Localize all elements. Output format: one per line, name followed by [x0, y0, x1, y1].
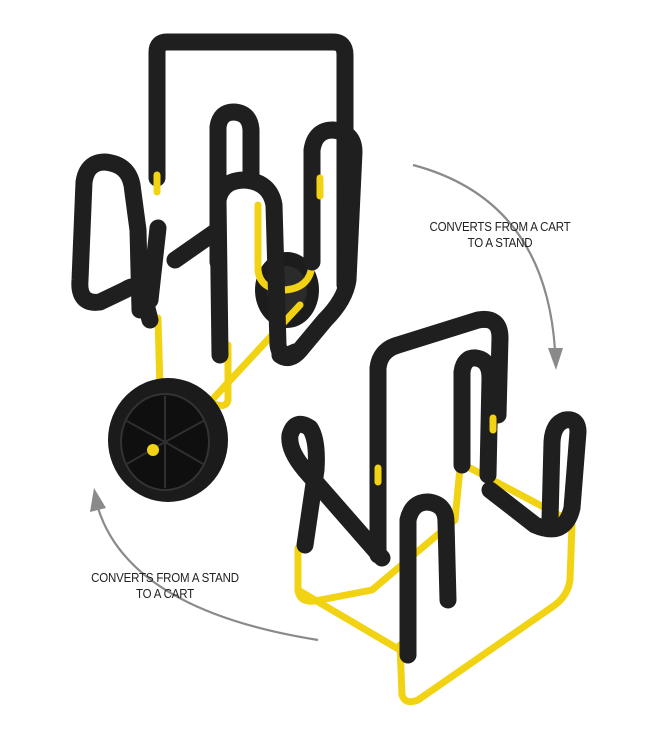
wheel-hub [147, 444, 159, 456]
label-line: CONVERTS FROM A STAND [91, 571, 239, 585]
cart-padded-tube [166, 221, 227, 269]
arrowhead-up-icon [90, 488, 106, 512]
arrowhead-down-icon [548, 348, 563, 370]
cart-padded-tube [209, 171, 304, 364]
wheel-spokes [124, 396, 206, 488]
cart-padded-tube [71, 153, 159, 329]
stand-configuration [281, 310, 587, 706]
cart-padded-tube [209, 103, 260, 271]
stand-padded-tube [369, 310, 509, 564]
arrow-cart-to-stand [412, 163, 563, 370]
cart-configuration [71, 33, 363, 502]
arrow-curve [412, 163, 557, 351]
label-line: TO A STAND [467, 236, 533, 250]
label-cart-to-stand: CONVERTS FROM A CART TO A STAND [426, 219, 573, 251]
cart-padded-tube [141, 219, 167, 309]
label-line: CONVERTS FROM A CART [429, 220, 571, 234]
label-line: TO A CART [135, 587, 194, 601]
arrow-stand-to-cart [90, 488, 319, 642]
stand-frame-tube [294, 586, 404, 654]
cart-frame-tube [254, 196, 316, 294]
arrow-curve [96, 507, 319, 642]
stand-padded-tube [281, 415, 391, 567]
stand-padded-tube [481, 411, 587, 538]
stand-frame-tube [396, 521, 576, 706]
cart-padded-tube [148, 33, 354, 294]
stand-padded-tube [453, 349, 499, 484]
label-stand-to-cart: CONVERTS FROM A STAND TO A CART [87, 570, 243, 602]
stand-padded-tube [399, 493, 457, 664]
